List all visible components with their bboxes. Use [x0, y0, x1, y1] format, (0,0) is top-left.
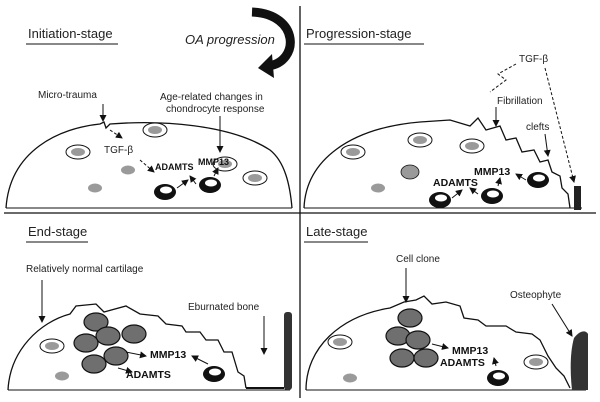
- panel-late: Late-stage Cell clone Osteophyte MMP13 A…: [304, 224, 588, 391]
- end-title: End-stage: [28, 224, 87, 239]
- chondrocyte-cell: [242, 170, 268, 186]
- late-mmp13-label: MMP13: [452, 345, 488, 357]
- osteophyte-growth: [570, 331, 588, 390]
- oa-progression-arrow: [251, 7, 295, 78]
- chondrocyte-cell: [121, 165, 135, 175]
- chondrocyte-cell: [407, 132, 433, 148]
- cell-cluster: [405, 330, 431, 350]
- end-arrow: [191, 355, 209, 365]
- chondrocyte-cell: [340, 144, 366, 160]
- end-mmp13-label: MMP13: [150, 349, 186, 361]
- initiation-tgf-to-cell-arrow: [139, 159, 155, 173]
- chondrocyte-cell: [371, 183, 385, 193]
- panel-progression: Progression-stage TGF-β Fibrillation cle…: [303, 26, 582, 210]
- progression-tgf-label: TGF-β: [519, 54, 548, 65]
- late-title: Late-stage: [306, 224, 367, 239]
- micro-trauma-label: Micro-trauma: [38, 90, 97, 101]
- initiation-adamts-label: ADAMTS: [155, 162, 194, 172]
- osteophyte-label: Osteophyte: [510, 290, 562, 301]
- late-arrow: [431, 343, 449, 350]
- activated-chondrocyte: [429, 192, 451, 208]
- end-bone-edge: [284, 312, 292, 390]
- progression-arrow: [469, 187, 479, 195]
- activated-chondrocyte: [199, 177, 221, 193]
- chondrocyte-cell: [55, 371, 69, 381]
- cell-clone-label: Cell clone: [396, 254, 440, 265]
- progression-bone-edge: [574, 186, 581, 210]
- progression-title: Progression-stage: [306, 26, 412, 41]
- end-adamts-label: ADAMTS: [126, 369, 171, 381]
- chondrocyte-cell: [343, 373, 357, 383]
- osteophyte-arrow: [551, 303, 573, 337]
- cell-cluster: [95, 326, 121, 346]
- cell-cluster: [389, 348, 415, 368]
- activated-chondrocyte: [203, 366, 225, 382]
- end-arrow: [125, 351, 147, 359]
- cell-cluster: [103, 346, 129, 366]
- cell-cluster: [121, 324, 147, 344]
- initiation-arrow: [176, 179, 189, 189]
- activated-chondrocyte: [154, 184, 176, 200]
- late-cartilage-outline: [305, 295, 571, 391]
- eburnated-bone-label: Eburnated bone: [188, 302, 260, 313]
- chondrocyte-cell: [142, 122, 168, 138]
- panel-end: End-stage Relatively normal cartilage Eb…: [7, 224, 292, 391]
- chondrocyte-cell: [65, 144, 91, 160]
- clefts-arrow: [543, 133, 551, 157]
- late-arrow: [492, 357, 499, 367]
- initiation-tgf-label: TGF-β: [104, 145, 133, 156]
- cell-cluster: [73, 333, 99, 353]
- chondrocyte-cell: [523, 354, 549, 370]
- initiation-arrow: [212, 167, 219, 177]
- age-related-line1: Age-related changes in: [160, 92, 263, 103]
- normal-cartilage-label: Relatively normal cartilage: [26, 264, 144, 275]
- progression-cartilage-outline: [303, 116, 571, 209]
- end-arrow: [117, 366, 133, 374]
- oa-progression-label: OA progression: [185, 32, 275, 47]
- progression-mmp13-label: MMP13: [474, 166, 510, 178]
- cell-cluster: [81, 354, 107, 374]
- initiation-mmp13-label: MMP13: [198, 157, 229, 167]
- chondrocyte-cell: [459, 138, 485, 154]
- chondrocyte-cell: [400, 164, 420, 180]
- late-adamts-label: ADAMTS: [440, 357, 485, 369]
- activated-chondrocyte: [527, 172, 549, 188]
- initiation-title: Initiation-stage: [28, 26, 113, 41]
- progression-tgf-zigzag: [489, 63, 517, 93]
- end-cartilage-outline: [7, 303, 247, 391]
- age-related-line2: chondrocyte response: [166, 104, 265, 115]
- progression-arrow: [515, 173, 527, 181]
- chondrocyte-cell: [88, 183, 102, 193]
- progression-adamts-label: ADAMTS: [433, 177, 478, 189]
- panel-initiation: Initiation-stage Micro-trauma TGF-β Age-…: [5, 26, 293, 209]
- cell-cluster: [413, 348, 439, 368]
- initiation-arrow: [189, 175, 197, 185]
- progression-arrow: [451, 189, 463, 199]
- chondrocyte-cell: [327, 334, 353, 350]
- cell-cluster: [397, 308, 423, 328]
- fibrillation-label: Fibrillation: [497, 96, 543, 107]
- activated-chondrocyte: [487, 370, 509, 386]
- clefts-label: clefts: [526, 122, 549, 133]
- initiation-cartilage-outline: [5, 121, 293, 209]
- chondrocyte-cell: [39, 338, 65, 354]
- progression-arrow: [495, 177, 502, 187]
- activated-chondrocyte: [481, 188, 503, 204]
- initiation-tgf-dashed-arrow: [109, 129, 123, 139]
